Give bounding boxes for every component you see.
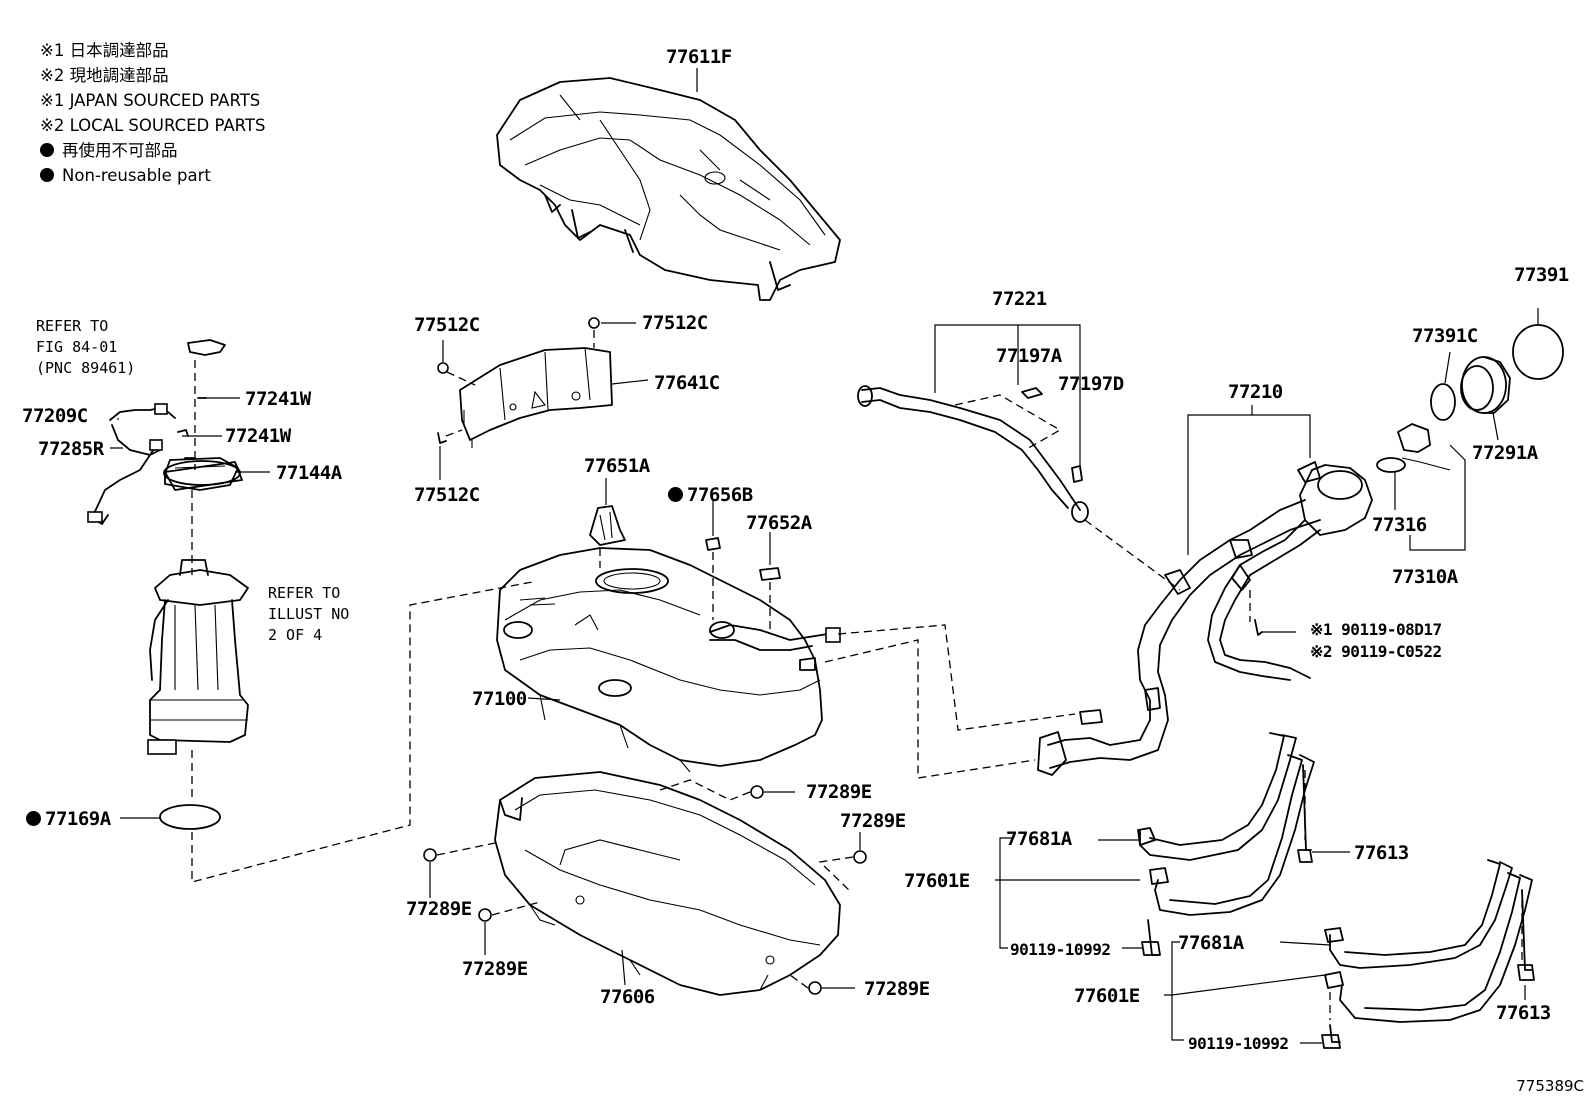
bullet-icon bbox=[40, 143, 54, 157]
gasket-77391-icon bbox=[1512, 324, 1564, 380]
protector-77606 bbox=[494, 771, 841, 996]
strap-77601E-lower bbox=[1324, 859, 1533, 1023]
label-77310A: 77310A bbox=[1392, 566, 1458, 588]
label-77512C-a: 77512C bbox=[414, 314, 480, 336]
label-90119-08D17: ※1 90119-08D17 bbox=[1310, 620, 1442, 639]
legend-japan-en: ※1 JAPAN SOURCED PARTS bbox=[40, 91, 261, 110]
label-77289E-e: 77289E bbox=[864, 978, 930, 1000]
retainer-ring-77144A bbox=[164, 461, 243, 491]
label-77656B: 77656B bbox=[668, 484, 753, 506]
label-90119-C0522: ※2 90119-C0522 bbox=[1310, 642, 1442, 661]
heat-insulator-77611F bbox=[496, 77, 841, 301]
label-77601E-a: 77601E bbox=[904, 870, 970, 892]
label-77289E-c: 77289E bbox=[406, 898, 472, 920]
filler-pipe-77210 bbox=[1037, 461, 1373, 776]
legend-nonreusable-jp: 再使用不可部品 bbox=[40, 138, 265, 163]
non-reusable-icon bbox=[668, 487, 683, 502]
gasket-77391C-icon bbox=[1430, 383, 1456, 421]
label-77285R: 77285R bbox=[38, 438, 104, 460]
label-77611F: 77611F bbox=[666, 46, 732, 68]
legend: ※1 日本調達部品 ※2 現地調達部品 ※1 JAPAN SOURCED PAR… bbox=[40, 38, 265, 188]
label-77169A-text: 77169A bbox=[45, 808, 111, 830]
fuel-tank-77100 bbox=[496, 547, 841, 773]
clip-77289E-e-icon bbox=[808, 981, 822, 995]
label-90119-10992-a: 90119-10992 bbox=[1010, 940, 1111, 959]
strap-77601E-upper bbox=[1137, 732, 1315, 916]
label-77291A: 77291A bbox=[1472, 442, 1538, 464]
bolt-90119-08D17-icon bbox=[1254, 619, 1263, 636]
label-77100: 77100 bbox=[472, 688, 527, 710]
legend-nonreusable-en: Non-reusable part bbox=[40, 163, 265, 188]
clip-77512C-c-icon bbox=[437, 432, 447, 444]
legend-nonreusable-en-text: Non-reusable part bbox=[62, 166, 211, 185]
illustration-id: 775389C bbox=[1516, 1077, 1584, 1095]
label-77221: 77221 bbox=[992, 288, 1047, 310]
retainer-77144A-icon bbox=[163, 460, 241, 486]
clip-77289E-a-icon bbox=[750, 785, 764, 799]
note-refer-illust: REFER TO ILLUST NO 2 OF 4 bbox=[268, 584, 350, 644]
label-77656B-text: 77656B bbox=[687, 484, 753, 506]
label-77316: 77316 bbox=[1372, 514, 1427, 536]
label-77241W-a: 77241W bbox=[245, 388, 311, 410]
label-77681A-b: 77681A bbox=[1178, 932, 1244, 954]
protector-77641C bbox=[459, 347, 613, 448]
clip-77512C-b-icon bbox=[588, 317, 600, 329]
label-77512C-b: 77512C bbox=[642, 312, 708, 334]
label-77606: 77606 bbox=[600, 986, 655, 1008]
bolt-90119-10992-a-icon bbox=[1147, 919, 1159, 956]
clip-77289E-c-icon bbox=[423, 848, 437, 862]
legend-local-en: ※2 LOCAL SOURCED PARTS bbox=[40, 116, 266, 135]
fuel-pump-assembly bbox=[87, 339, 249, 830]
breather-tube-77221 bbox=[857, 385, 1089, 523]
note-refer-fig: REFER TO FIG 84-01 (PNC 89461) bbox=[36, 317, 136, 377]
bolt-90119-10992-b-icon bbox=[1329, 1024, 1341, 1043]
label-77210: 77210 bbox=[1228, 381, 1283, 403]
ring-77316-icon bbox=[1376, 457, 1406, 473]
label-77512C-c: 77512C bbox=[414, 484, 480, 506]
label-77197D: 77197D bbox=[1058, 373, 1124, 395]
label-77241W-b: 77241W bbox=[225, 425, 291, 447]
bullet-icon bbox=[40, 168, 54, 182]
legend-japan-jp: ※1 日本調達部品 bbox=[40, 41, 169, 60]
clip-77512C-a-icon bbox=[437, 362, 449, 374]
label-77601E-b: 77601E bbox=[1074, 985, 1140, 1007]
label-77289E-a: 77289E bbox=[806, 781, 872, 803]
fuel-cap-77291A bbox=[1460, 356, 1511, 414]
bolt-77613-b-icon bbox=[1521, 889, 1533, 971]
cap-77310A-icon bbox=[1397, 423, 1431, 453]
legend-nonreusable-jp-text: 再使用不可部品 bbox=[62, 141, 178, 160]
non-reusable-icon bbox=[26, 811, 41, 826]
label-77613-a: 77613 bbox=[1354, 842, 1409, 864]
label-77681A-a: 77681A bbox=[1006, 828, 1072, 850]
label-77289E-d: 77289E bbox=[462, 958, 528, 980]
cushion-77651A bbox=[589, 505, 626, 546]
label-77289E-b: 77289E bbox=[840, 810, 906, 832]
label-77613-b: 77613 bbox=[1496, 1002, 1551, 1024]
label-77391C: 77391C bbox=[1412, 325, 1478, 347]
pump-clips bbox=[177, 397, 207, 459]
label-77144A: 77144A bbox=[276, 462, 342, 484]
clip-77289E-b-icon bbox=[853, 850, 867, 864]
label-77197A: 77197A bbox=[996, 345, 1062, 367]
label-77641C: 77641C bbox=[654, 372, 720, 394]
clip-77289E-d-icon bbox=[478, 908, 492, 922]
cushion-77652A bbox=[759, 567, 781, 581]
label-77169A: 77169A bbox=[26, 808, 111, 830]
label-77209C: 77209C bbox=[22, 405, 88, 427]
cushion-77656B bbox=[705, 537, 721, 551]
label-77391: 77391 bbox=[1514, 264, 1569, 286]
legend-local-jp: ※2 現地調達部品 bbox=[40, 66, 169, 85]
label-77651A: 77651A bbox=[584, 455, 650, 477]
label-77652A: 77652A bbox=[746, 512, 812, 534]
label-90119-10992-b: 90119-10992 bbox=[1188, 1034, 1289, 1053]
